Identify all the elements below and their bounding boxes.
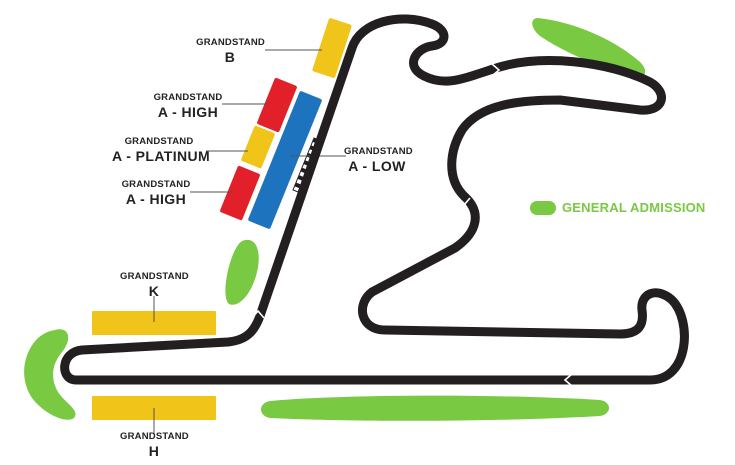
label-h-line2: H [148,442,160,459]
label-a-low-line1: GRANDSTAND [344,146,413,157]
grandstand-b[interactable] [312,18,352,79]
label-a-low-line2: A - LOW [348,157,406,174]
direction-chevron-middle [457,197,471,207]
label-a-platinum-line2: A - PLATINUM [112,147,211,164]
label-k-line2: K [148,282,160,299]
direction-chevron-top [491,63,501,77]
ga-zone-top-right[interactable] [532,18,646,78]
grandstand-a-platinum[interactable] [241,125,276,169]
label-grandstand-h: GRANDSTAND H [120,431,189,459]
label-grandstand-a-high-top: GRANDSTAND A - HIGH [152,93,224,119]
label-a-platinum-line1: GRANDSTAND [124,136,194,147]
label-a-high-bottom-line1: GRANDSTAND [121,179,191,190]
label-grandstand-a-high-bottom: GRANDSTAND A - HIGH [120,180,192,206]
label-a-high-top-line1: GRANDSTAND [153,92,223,103]
checker-cell [297,175,304,181]
grandstand-a-high-bottom[interactable] [220,165,261,221]
leader-lines [153,49,346,434]
label-grandstand-b-line1: GRANDSTAND [196,37,265,48]
label-grandstand-a-low: GRANDSTAND A - LOW [344,146,413,174]
ga-zone-left-center[interactable] [225,239,259,305]
grandstand-a-high-top[interactable] [257,77,298,133]
label-grandstand-b-line2: B [224,48,236,65]
checker-cell [294,182,301,189]
ga-zone-bottom-strip[interactable] [261,395,609,421]
legend-ga-swatch [530,200,556,215]
direction-chevron-bottom [563,373,573,387]
legend-ga-label: GENERAL ADMISSION [562,200,706,215]
label-grandstand-k: GRANDSTAND K [120,271,189,299]
grandstand-k[interactable] [92,311,216,335]
grandstand-a-low[interactable] [248,91,323,230]
label-k-line1: GRANDSTAND [120,271,189,282]
race-track [60,14,689,385]
label-a-high-bottom-line2: A - HIGH [125,190,187,207]
label-a-high-top-line2: A - HIGH [157,103,219,120]
label-grandstand-b: GRANDSTAND B [195,38,265,64]
label-h-line1: GRANDSTAND [120,431,189,442]
ga-zone-far-left[interactable] [24,329,76,420]
label-grandstand-a-platinum: GRANDSTAND A - PLATINUM [112,136,211,164]
direction-chevron-left-straight [251,309,265,319]
legend-general-admission: GENERAL ADMISSION [530,200,706,215]
direction-markers [251,63,573,387]
